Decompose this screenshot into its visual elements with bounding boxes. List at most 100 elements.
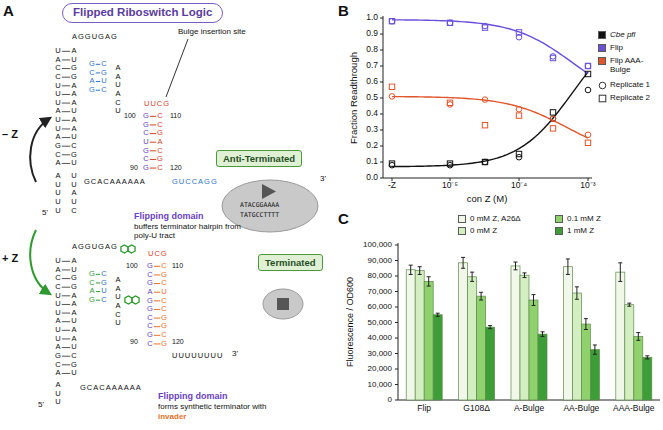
panel-letter: B (338, 2, 349, 19)
axis-title: Fluorescence / OD600 (345, 277, 355, 367)
legend-text: Replicate 2 (610, 93, 650, 102)
ligand-symbol (125, 296, 132, 304)
base-pair (154, 300, 160, 301)
strand-end-label: 3' (320, 174, 326, 183)
base-pair (62, 304, 70, 305)
legend-item: Cbe pfl (598, 30, 635, 39)
state-box: Anti-Terminated (216, 150, 302, 167)
error-bar (523, 277, 527, 278)
data-point (447, 20, 452, 25)
data-point (482, 123, 487, 128)
rna-sequence: GCACAAAAAA (84, 178, 146, 187)
legend-swatch (555, 227, 563, 235)
tick-mark (395, 400, 398, 401)
nucleotide-number: 90 (130, 164, 138, 172)
error-bar (627, 303, 631, 304)
nucleotide-number: 110 (172, 262, 183, 270)
base-pair (150, 142, 156, 143)
error-bar (524, 273, 525, 278)
legend-text: Cbe pfl (610, 30, 635, 39)
tick-mark (395, 353, 398, 354)
error-bar (584, 329, 588, 330)
rna-sequence: AUGGAAAUAAUCGU (70, 257, 78, 378)
error-bar (523, 272, 527, 273)
bar (433, 315, 442, 400)
tick-mark (380, 82, 383, 83)
play-symbol (262, 184, 276, 199)
base-pair (62, 103, 70, 104)
annotation-heading: Flipping domain (158, 391, 228, 401)
base-pair (154, 318, 160, 319)
bar (616, 272, 625, 400)
base-pair (154, 335, 160, 336)
bar (581, 324, 590, 400)
base-pair (150, 133, 156, 134)
error-bar (481, 292, 482, 300)
base-pair (96, 291, 100, 292)
legend-text: Replicate 1 (610, 80, 650, 89)
error-bar (488, 325, 492, 326)
axis-tick: 80,000 (368, 271, 392, 280)
axis-tick: 0.7 (366, 61, 378, 71)
base-pair (62, 154, 70, 155)
axis-tick: 1.0 (366, 13, 378, 23)
bar (511, 266, 520, 400)
base-pair (96, 72, 100, 73)
rna-sequence: AUGGAAAUAAUCGU (70, 47, 78, 168)
rna-sequence: AAUACU (114, 64, 122, 116)
tick-mark (380, 130, 383, 131)
error-bar (593, 344, 597, 345)
legend-swatch (458, 227, 466, 235)
data-point (585, 63, 591, 69)
nucleotide-number: 100 (124, 112, 136, 120)
base-pair (150, 124, 156, 125)
axis-line (383, 16, 384, 178)
base-pair (154, 343, 160, 344)
axis-tick: 0.8 (366, 45, 378, 55)
ligand-symbol (121, 245, 128, 253)
error-bar (645, 355, 649, 356)
error-bar (461, 257, 465, 258)
rna-sequence: UUCG (144, 100, 170, 109)
category-label: G108Δ (463, 404, 489, 414)
base-pair (62, 137, 70, 138)
axis-tick: 10⁻⁵ (442, 181, 458, 191)
axis-tick: 100,000 (363, 240, 392, 249)
data-point (389, 18, 395, 24)
rna-sequence: GCAG (88, 270, 96, 305)
error-bar (470, 281, 474, 282)
axis-tick: 10,000 (368, 380, 392, 389)
error-bar (532, 294, 536, 295)
error-bar (584, 318, 588, 319)
base-pair (62, 347, 70, 348)
data-point (389, 94, 395, 100)
tick-mark (380, 146, 383, 147)
legend-text: 0 mM Z (470, 226, 497, 235)
error-bar (461, 268, 465, 269)
axis-tick: 0.6 (366, 77, 378, 87)
box-text: Flipped Riboswitch Logic (73, 6, 212, 20)
base-pair (150, 150, 156, 151)
base-pair (62, 51, 70, 52)
base-pair (62, 85, 70, 86)
legend-item: Flip (598, 43, 623, 52)
annotation-text: forms synthetic terminator with (158, 402, 266, 411)
data-point (550, 55, 555, 60)
legend-text: Flip (610, 43, 623, 52)
error-bar (576, 287, 577, 299)
error-bar (514, 269, 518, 270)
bar (459, 263, 468, 400)
legend-item: 0.1 mM Z (555, 214, 601, 223)
annotation-text: invader (158, 412, 186, 421)
callout-label: Bulge insertion site (178, 27, 246, 36)
bar (424, 281, 433, 400)
data-point (516, 113, 521, 118)
data-point (550, 116, 556, 122)
bar (415, 271, 424, 400)
tick-mark (395, 307, 398, 308)
tick-mark (380, 178, 383, 179)
fit-curve (392, 72, 588, 167)
base-pair (62, 295, 70, 296)
axis-tick: 0.2 (366, 141, 378, 151)
